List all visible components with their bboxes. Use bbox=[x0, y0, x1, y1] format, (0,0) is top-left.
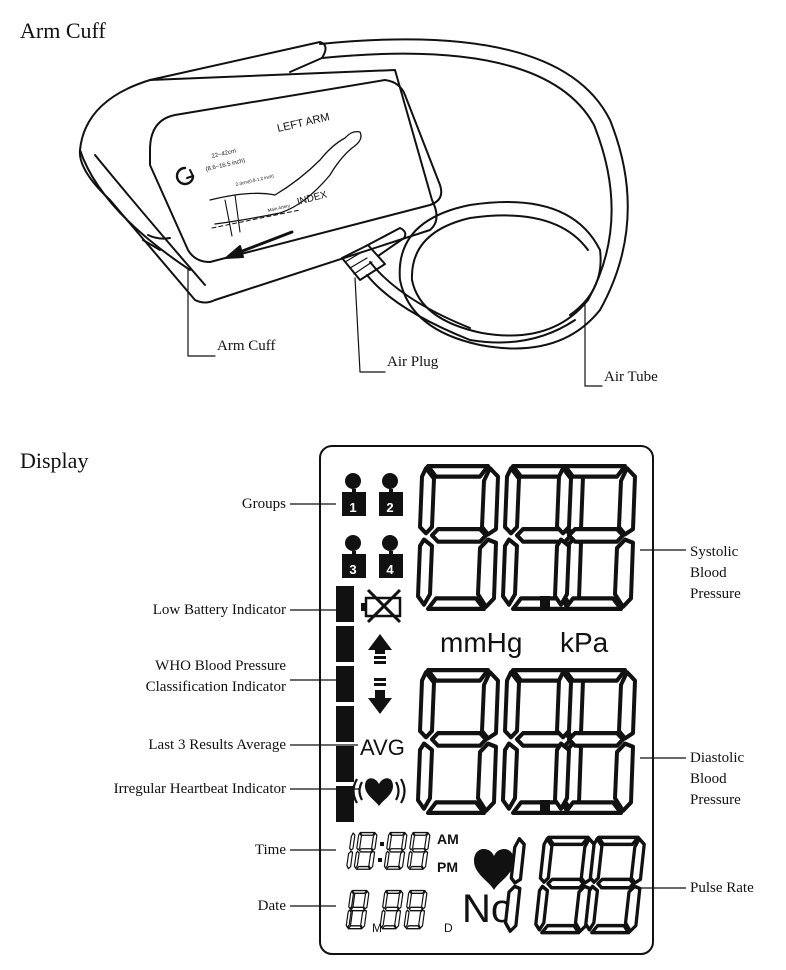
irregular-heartbeat-label: Irregular Heartbeat Indicator bbox=[113, 781, 286, 797]
air-plug-body bbox=[341, 244, 386, 281]
group-1-number: 1 bbox=[349, 500, 356, 515]
pulse-rate-label: Pulse Rate bbox=[690, 880, 754, 896]
avg-indicator: AVG bbox=[360, 735, 405, 760]
groups-label: Groups bbox=[241, 496, 286, 512]
group-4-number: 4 bbox=[386, 562, 394, 577]
pm-indicator: PM bbox=[437, 859, 458, 875]
am-indicator: AM bbox=[437, 831, 459, 847]
display-section-title: Display bbox=[20, 448, 89, 473]
group-3-number: 3 bbox=[349, 562, 356, 577]
arm-cuff-callout-line bbox=[187, 269, 216, 357]
cuff-label-panel bbox=[149, 79, 443, 263]
time-label: Time bbox=[254, 842, 286, 858]
cuff-body bbox=[78, 69, 438, 304]
month-indicator: M bbox=[372, 921, 382, 935]
main-artery-text: Main Artery bbox=[267, 203, 291, 213]
who-bar-5 bbox=[336, 746, 354, 782]
time-digits bbox=[345, 831, 431, 870]
diastolic-decimal-point bbox=[540, 800, 550, 812]
who-label-line-2: Classification Indicator bbox=[145, 679, 286, 695]
air-tube-outer bbox=[319, 38, 629, 350]
who-bar-2 bbox=[336, 626, 354, 662]
arm-cuff-section-title: Arm Cuff bbox=[20, 18, 106, 43]
irregular-heartbeat-icon bbox=[352, 778, 406, 806]
time-colon-top bbox=[380, 842, 384, 846]
unit-mmhg: mmHg bbox=[440, 627, 522, 658]
time-colon-bottom bbox=[378, 858, 382, 862]
who-classification-bars bbox=[336, 586, 354, 822]
arm-cuff-illustration: LEFT ARM 22~42cm (8.6~16.5 inch) 2-3cm(0… bbox=[78, 38, 629, 387]
air-plug-nozzle bbox=[365, 227, 407, 257]
index-text: INDEX bbox=[296, 189, 329, 208]
who-bar-6 bbox=[336, 786, 354, 822]
low-battery-icon bbox=[361, 588, 402, 624]
lcd-frame bbox=[319, 445, 654, 955]
date-label: Date bbox=[257, 898, 286, 914]
pulse-digits bbox=[503, 835, 647, 935]
diastolic-label-line-2: Blood bbox=[690, 771, 727, 787]
diastolic-label-line-1: Diastolic bbox=[690, 750, 745, 766]
who-bar-4 bbox=[336, 706, 354, 742]
who-bar-1 bbox=[336, 586, 354, 622]
left-arm-text: LEFT ARM bbox=[276, 111, 331, 135]
cuff-fold bbox=[79, 149, 191, 271]
pulse-heart-icon bbox=[474, 849, 514, 890]
air-tube-inner bbox=[321, 52, 613, 337]
cuff-offset-text: 2-3cm(0.8-1.2 inch) bbox=[235, 173, 275, 187]
arrow-down-icon bbox=[368, 678, 392, 714]
who-bar-3 bbox=[336, 666, 354, 702]
air-plug-callout: Air Plug bbox=[387, 354, 439, 370]
systolic-label-line-2: Blood bbox=[690, 565, 727, 581]
who-label-line-1: WHO Blood Pressure bbox=[155, 658, 286, 674]
cuff-size-inch-text: (8.6~16.5 inch) bbox=[205, 158, 246, 173]
group-2-number: 2 bbox=[386, 500, 393, 515]
date-digits bbox=[345, 889, 428, 930]
diastolic-label-line-3: Pressure bbox=[690, 792, 741, 808]
systolic-label-line-1: Systolic bbox=[690, 544, 739, 560]
systolic-digits bbox=[418, 466, 635, 609]
air-tube-callout: Air Tube bbox=[604, 369, 658, 385]
day-indicator: D bbox=[444, 921, 453, 935]
avg-label: Last 3 Results Average bbox=[148, 737, 286, 753]
air-tube-callout-line bbox=[584, 304, 603, 387]
systolic-decimal-point bbox=[540, 596, 550, 608]
arm-cuff-callout: Arm Cuff bbox=[217, 338, 276, 354]
systolic-label-line-3: Pressure bbox=[690, 586, 741, 602]
lcd-display-diagram: 1 2 3 4 mmHg kPa bbox=[290, 445, 686, 955]
diastolic-digits bbox=[418, 670, 635, 813]
cuff-size-cm-text: 22~42cm bbox=[211, 149, 237, 160]
rotate-arrow-icon bbox=[175, 166, 195, 186]
unit-kpa: kPa bbox=[560, 627, 609, 658]
arrow-up-icon bbox=[368, 634, 392, 664]
low-battery-label: Low Battery Indicator bbox=[152, 602, 286, 618]
air-plug-callout-line bbox=[354, 277, 386, 373]
